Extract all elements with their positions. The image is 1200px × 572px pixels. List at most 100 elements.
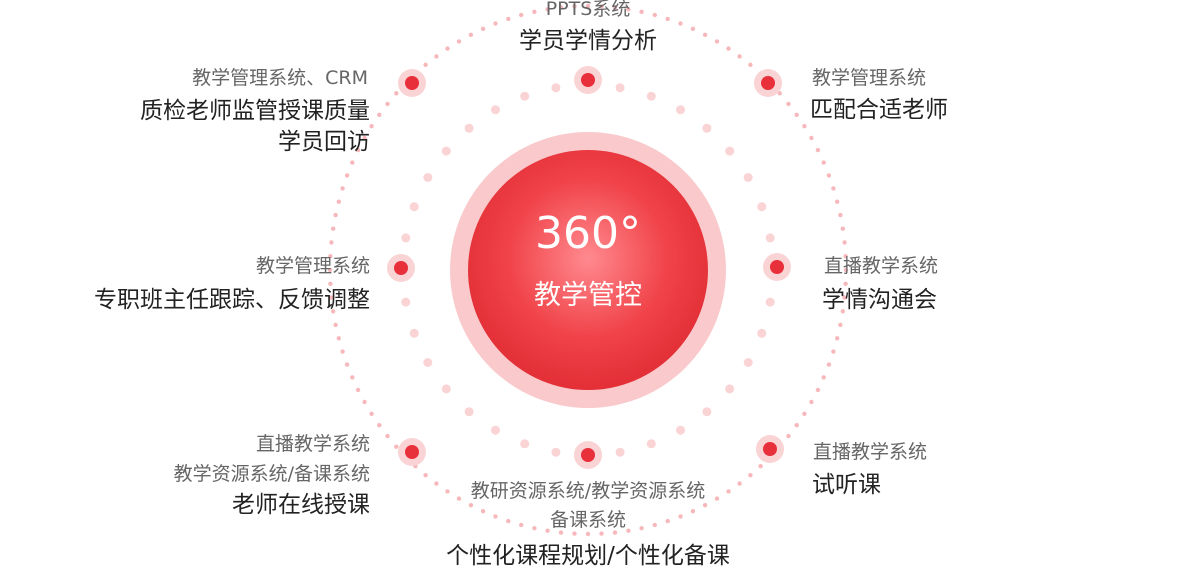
ring-dot (821, 375, 826, 380)
ring-dot (842, 240, 847, 245)
ring-dot (441, 146, 451, 156)
ring-dot (639, 526, 644, 531)
node-bottom-system-2: 备课系统 (549, 509, 626, 531)
ring-dot (838, 212, 843, 218)
ring-dot (423, 358, 433, 367)
ring-dot (725, 146, 735, 156)
ring-dot (842, 295, 847, 300)
ring-dot (786, 101, 791, 107)
ring-dot (344, 362, 350, 367)
ring-dot (665, 16, 670, 22)
ring-dot (362, 399, 367, 405)
ring-dot (331, 309, 336, 314)
ring-dot (743, 358, 753, 367)
ring-dot (532, 9, 537, 14)
ring-dot (350, 375, 355, 380)
ring-dot (809, 399, 814, 405)
ring-dot (558, 530, 564, 535)
ring-dot (456, 39, 462, 44)
ring-dot (434, 481, 439, 486)
node-bottom-left-system-1: 直播教学系统 (255, 433, 370, 455)
node-bottom-system-1: 教研资源系统/教学资源系统 (470, 480, 706, 502)
ring-dot (394, 91, 399, 96)
ring-dot (445, 489, 450, 494)
node-marker-bottom-right (756, 435, 784, 463)
ring-dot (599, 531, 604, 536)
ring-dot (840, 309, 845, 314)
ring-dot (409, 328, 419, 338)
node-top-left-title: 质检老师监管授课质量 (140, 98, 370, 124)
ring-dot (336, 199, 341, 204)
ring-dot (493, 21, 498, 26)
ring-dot (743, 173, 753, 182)
ring-dot (401, 297, 411, 307)
ring-dot (786, 433, 791, 439)
ring-dot (362, 135, 367, 141)
ring-dot (758, 464, 763, 469)
ring-dot (726, 46, 731, 51)
ring-dot (329, 295, 334, 300)
ring-dot (599, 4, 604, 9)
ring-dot (838, 322, 843, 328)
ring-dot (491, 105, 500, 115)
ring-dot (843, 267, 849, 273)
node-marker-top-right (754, 69, 782, 97)
ring-dot (615, 83, 625, 93)
ring-dot (493, 514, 498, 519)
ring-dot (520, 439, 530, 449)
ring-dot (585, 531, 591, 537)
ring-dot (757, 202, 767, 212)
ring-dot (794, 423, 799, 428)
ring-dot (726, 489, 731, 494)
ring-dot (765, 233, 775, 243)
ring-dot (777, 91, 782, 96)
ring-dot (340, 349, 345, 354)
ring-dot (840, 226, 845, 231)
ring-dot (385, 433, 390, 439)
ring-dot (519, 522, 524, 528)
hub-circle (468, 150, 708, 390)
node-top-left-system: 教学管理系统、CRM (192, 67, 368, 89)
ring-dot (748, 473, 753, 478)
ring-dot (802, 124, 807, 129)
ring-dot (394, 444, 399, 449)
ring-dot (340, 186, 345, 191)
ring-dot (551, 447, 561, 457)
ring-dot (551, 83, 561, 93)
node-bottom-left-title: 老师在线授课 (232, 492, 370, 518)
ring-dot (344, 173, 350, 178)
ring-dot (652, 12, 657, 18)
ring-dot (843, 254, 848, 259)
ring-dot (737, 481, 742, 486)
ring-dot (639, 9, 644, 14)
ring-dot (409, 202, 419, 212)
ring-dot (835, 336, 840, 341)
ring-dot (377, 112, 382, 118)
ring-dot (702, 407, 712, 417)
node-right-system: 直播教学系统 (824, 255, 939, 277)
node-marker-bottom-left (398, 438, 426, 466)
ring-dot (456, 496, 462, 501)
ring-dot (329, 240, 334, 245)
ring-dot (355, 147, 361, 153)
node-bottom-left-system-2: 教学资源系统/备课系统 (173, 463, 370, 485)
ring-dot (714, 496, 720, 501)
ring-dot (520, 91, 530, 101)
ring-dot (702, 503, 708, 508)
node-top-title: 学员学情分析 (519, 28, 657, 54)
ring-dot (423, 62, 428, 67)
ring-dot (333, 212, 338, 218)
node-marker-right (763, 253, 791, 281)
ring-dot (331, 226, 336, 231)
ring-dot (327, 267, 333, 273)
ring-dot (815, 147, 821, 153)
ring-dot (714, 39, 720, 44)
ring-dot (506, 518, 511, 524)
ring-dot (725, 384, 735, 394)
node-left-title: 专职班主任跟踪、反馈调整 (94, 287, 370, 313)
ring-dot (377, 423, 382, 428)
ring-dot (826, 362, 832, 367)
ring-dot (626, 528, 631, 533)
ring-dot (702, 123, 712, 133)
ring-dot (480, 509, 486, 514)
